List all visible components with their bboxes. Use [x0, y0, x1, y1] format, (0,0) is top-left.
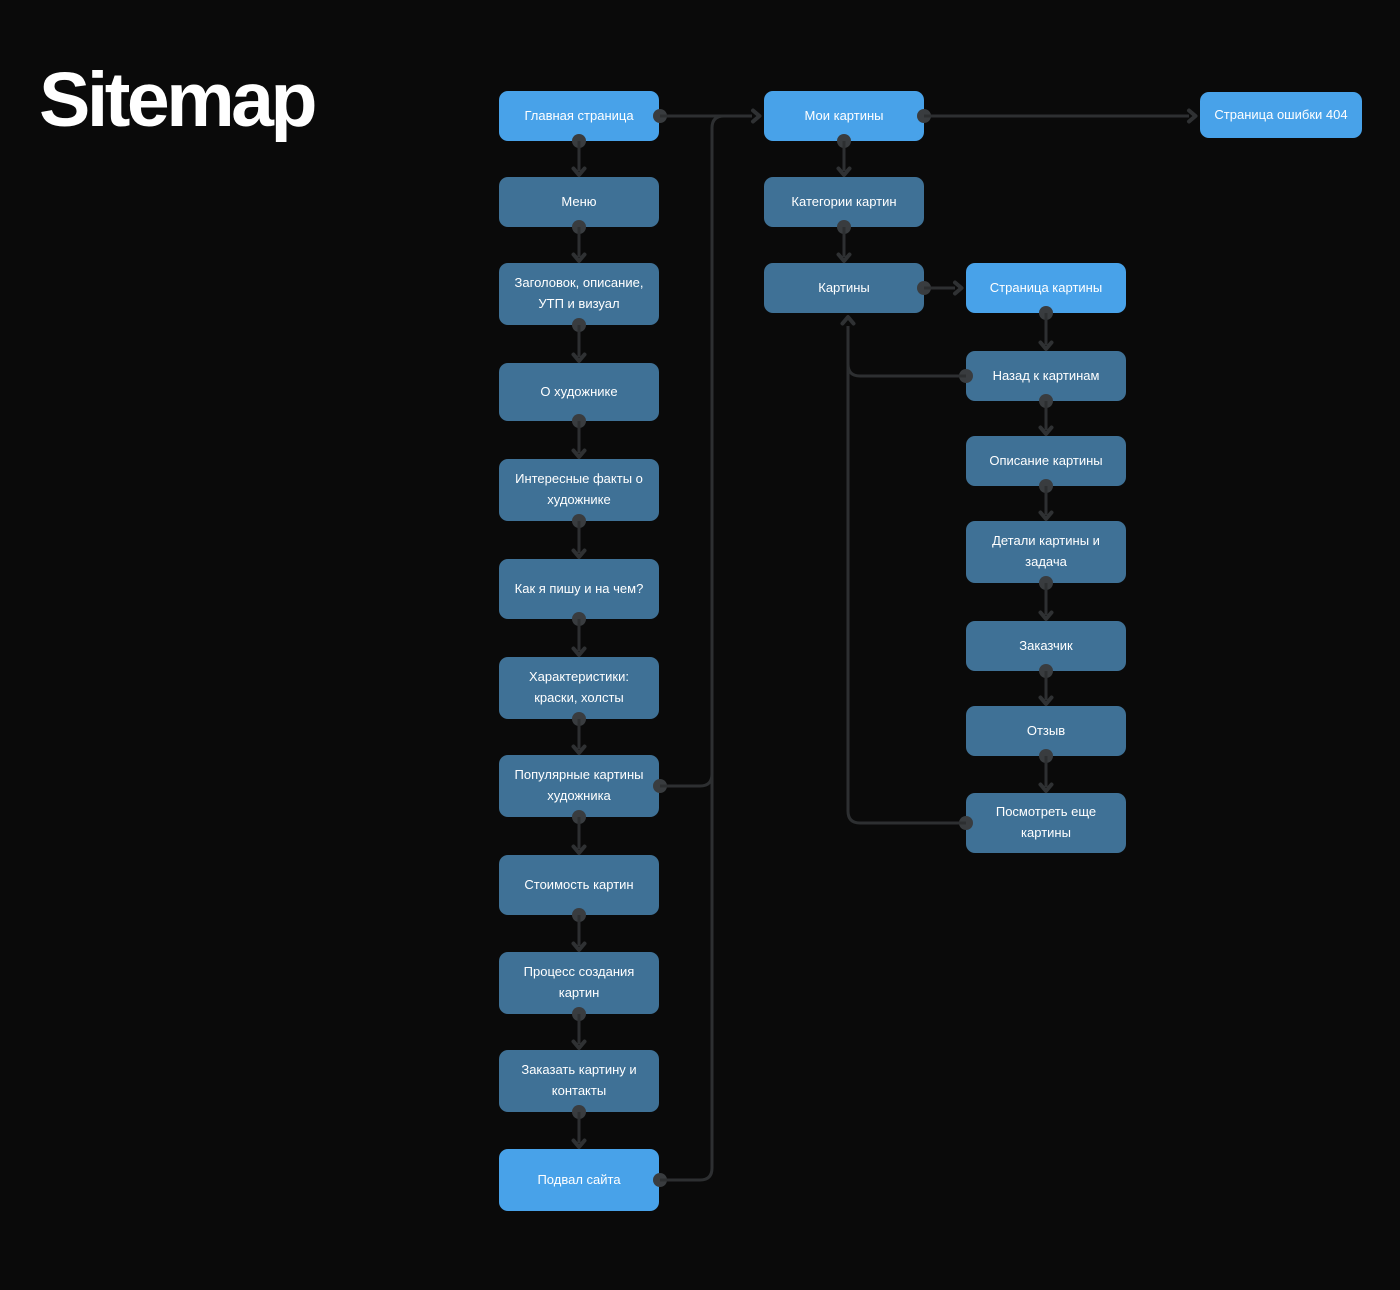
node-menu[interactable]: Меню	[499, 177, 659, 227]
node-label: Отзыв	[1026, 722, 1066, 738]
node-label: Заголовок, описание, УТП и визуал	[514, 275, 644, 311]
node-characteristics[interactable]: Характеристики: краски, холсты	[499, 657, 659, 719]
node-label: Страница ошибки 404	[1214, 106, 1348, 122]
node-footer[interactable]: Подвал сайта	[499, 1149, 659, 1211]
node-painting-description[interactable]: Описание картины	[966, 436, 1126, 486]
node-label: Как я пишу и на чем?	[514, 580, 644, 596]
node-painting-details[interactable]: Детали картины и задача	[966, 521, 1126, 583]
node-facts[interactable]: Интересные факты о художнике	[499, 459, 659, 521]
node-header-block[interactable]: Заголовок, описание, УТП и визуал	[499, 263, 659, 325]
node-see-more[interactable]: Посмотреть еще картины	[966, 793, 1126, 853]
node-label: Заказчик	[1019, 637, 1073, 653]
node-label: Заказать картину и контакты	[521, 1062, 637, 1098]
node-label: Детали картины и задача	[992, 533, 1100, 569]
node-label: Категории картин	[791, 193, 897, 209]
node-painting-page[interactable]: Страница картины	[966, 263, 1126, 313]
node-pricing[interactable]: Стоимость картин	[499, 855, 659, 915]
node-label: Картины	[818, 279, 870, 295]
node-paintings[interactable]: Картины	[764, 263, 924, 313]
node-review[interactable]: Отзыв	[966, 706, 1126, 756]
node-label: Стоимость картин	[524, 876, 634, 892]
node-label: Назад к картинам	[992, 367, 1100, 383]
node-error-404[interactable]: Страница ошибки 404	[1200, 92, 1362, 138]
node-how-i-paint[interactable]: Как я пишу и на чем?	[499, 559, 659, 619]
node-about-artist[interactable]: О художнике	[499, 363, 659, 421]
node-home[interactable]: Главная страница	[499, 91, 659, 141]
node-label: О художнике	[540, 383, 618, 399]
node-label: Интересные факты о художнике	[515, 471, 643, 507]
node-label: Страница картины	[989, 279, 1103, 295]
node-label: Мои картины	[804, 107, 884, 123]
node-label: Главная страница	[524, 107, 634, 123]
node-label: Популярные картины художника	[514, 767, 644, 803]
node-order-contacts[interactable]: Заказать картину и контакты	[499, 1050, 659, 1112]
node-popular-paintings[interactable]: Популярные картины художника	[499, 755, 659, 817]
node-categories[interactable]: Категории картин	[764, 177, 924, 227]
node-label: Посмотреть еще картины	[995, 804, 1097, 840]
node-label: Описание картины	[989, 452, 1103, 468]
node-label: Меню	[561, 193, 597, 209]
page-title: Sitemap	[39, 57, 318, 143]
node-label: Процесс создания картин	[523, 964, 635, 1000]
node-my-paintings[interactable]: Мои картины	[764, 91, 924, 141]
node-back-to-paintings[interactable]: Назад к картинам	[966, 351, 1126, 401]
node-label: Подвал сайта	[537, 1171, 621, 1187]
node-client[interactable]: Заказчик	[966, 621, 1126, 671]
node-label: Характеристики: краски, холсты	[528, 669, 629, 705]
node-creation-process[interactable]: Процесс создания картин	[499, 952, 659, 1014]
